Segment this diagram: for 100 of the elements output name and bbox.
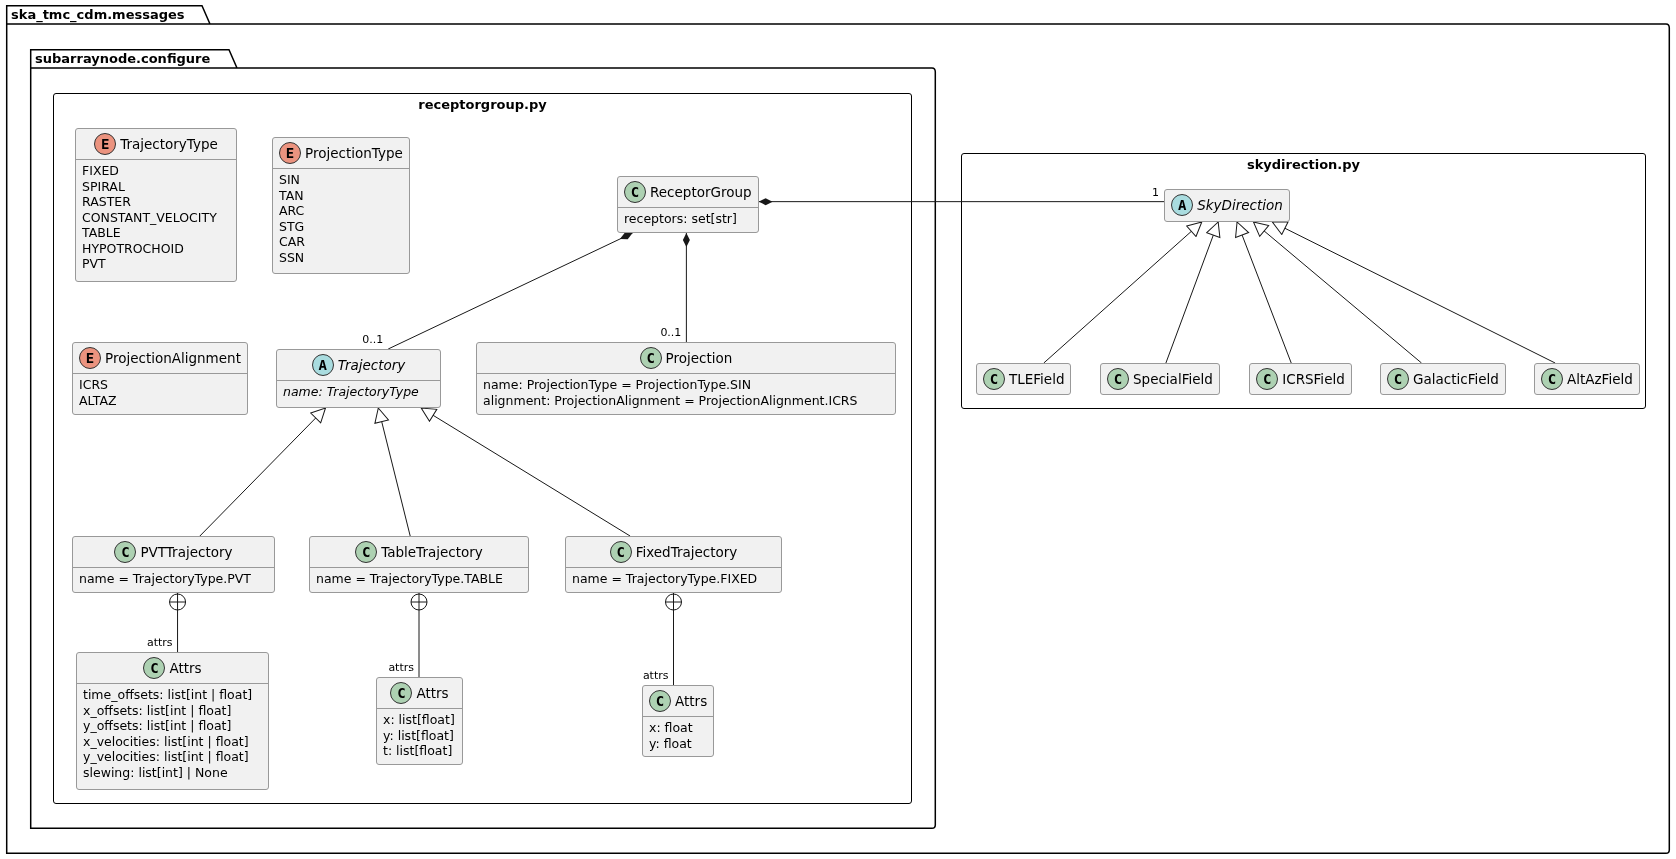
attribute: x_offsets: list[int | float] [83,702,232,718]
class-icon: C [1256,368,1279,390]
inheritance-arrow [1043,221,1203,364]
attribute: x_velocities: list[int | float] [83,733,249,749]
class-icon: C [624,181,646,203]
nesting-connector [169,592,187,653]
class-name: Attrs [169,659,202,677]
enum-box [75,128,237,282]
enum-icon: E [79,347,101,369]
enum-value: FIXED [82,163,119,179]
class-name: Projection [665,349,733,367]
class-box [565,536,782,593]
enum-value: STG [279,218,305,234]
class-box [1380,363,1506,395]
class-icon: C [355,541,378,563]
enum-value: SSN [279,249,305,265]
class-icon: C [1387,368,1409,390]
attribute: y_offsets: list[int | float] [83,718,232,734]
attribute: alignment: ProjectionAlignment = ProjectionAlignment.ICRS [483,392,858,408]
class-box [617,176,759,233]
module-name: skydirection.py [1246,157,1361,173]
abstract-class-box [276,349,441,408]
attribute: y_velocities: list[int | float] [83,749,249,765]
class-name: GalacticField [1413,370,1499,388]
class-box [76,652,269,790]
inheritance-arrow [199,407,326,537]
enum-box [272,137,410,274]
class-box [376,677,463,765]
multiplicity-label: 1 [1152,186,1159,199]
attribute: t: list[float] [383,743,453,759]
class-name: Trajectory [337,356,406,374]
class-name: PVTTrajectory [140,543,233,561]
class-icon: C [1107,368,1129,390]
multiplicity-label: 0..1 [362,334,384,346]
class-name: TrajectoryType [120,135,218,153]
class-icon: C [983,368,1005,390]
module-frame [961,153,1646,409]
class-box [642,685,715,757]
class-icon: C [639,347,662,369]
package-name: subarraynode.configure [35,50,211,67]
inheritance-arrow [374,407,411,537]
attribute: x: list[float] [383,712,455,728]
enum-box [72,342,248,415]
abstract-class-box [1164,189,1290,222]
enum-value: CAR [279,234,305,250]
inheritance-arrow [1271,221,1556,364]
enum-value: TAN [279,187,304,203]
class-icon: C [114,541,137,563]
attribute: time_offsets: list[int | float] [83,687,253,703]
enum-value: TABLE [82,225,121,241]
class-box [1534,363,1640,395]
nesting-connector [410,592,428,678]
class-name: ReceptorGroup [650,183,752,201]
enum-value: HYPOTROCHOID [82,240,184,256]
inheritance-arrow [1235,221,1292,364]
class-box [476,342,896,415]
enum-value: ICRS [79,377,109,393]
class-icon: C [1541,368,1563,390]
package [6,5,1670,854]
class-name: TableTrajectory [381,543,483,561]
class-name: Attrs [416,684,449,702]
class-name: ProjectionAlignment [105,349,241,367]
class-name: ICRSField [1282,370,1345,388]
attribute: name: ProjectionType = ProjectionType.SIN [483,377,752,393]
class-icon: C [649,690,671,712]
class-icon: C [390,682,413,704]
enum-value: SIN [279,172,300,188]
multiplicity-label: 0..1 [660,327,682,339]
enum-value: CONSTANT_VELOCITY [82,209,217,225]
abstract-class-icon: A [1171,194,1194,216]
class-box [976,363,1072,395]
attribute: y: float [649,735,692,751]
enum-value: RASTER [82,194,131,210]
inheritance-arrow [1252,221,1422,364]
class-name: FixedTrajectory [635,543,738,561]
multiplicity-label: attrs [388,662,414,674]
class-name: TLEField [1009,370,1065,388]
attribute: x: float [649,720,693,736]
attribute: name = TrajectoryType.TABLE [316,571,503,587]
module-name: receptorgroup.py [418,97,547,113]
enum-value: SPIRAL [82,178,125,194]
composition-connector [758,198,1165,206]
class-name: AltAzField [1567,370,1633,388]
attribute: y: list[float] [383,727,454,743]
enum-icon: E [279,142,301,164]
class-box [1100,363,1220,395]
composition-connector [387,232,634,350]
class-name: SpecialField [1133,370,1213,388]
class-name: Attrs [675,692,708,710]
attribute: receptors: set[str] [624,211,737,227]
class-icon: C [609,541,632,563]
inheritance-arrow [1165,221,1221,364]
nesting-connector [665,592,682,686]
enum-value: ALTAZ [79,392,117,408]
inheritance-arrow [420,407,631,537]
class-icon: C [143,657,166,679]
attribute: name = TrajectoryType.FIXED [572,571,758,587]
package-name: ska_tmc_cdm.messages [11,6,185,23]
class-box [1249,363,1352,395]
attribute: slewing: list[int] | None [83,764,228,780]
